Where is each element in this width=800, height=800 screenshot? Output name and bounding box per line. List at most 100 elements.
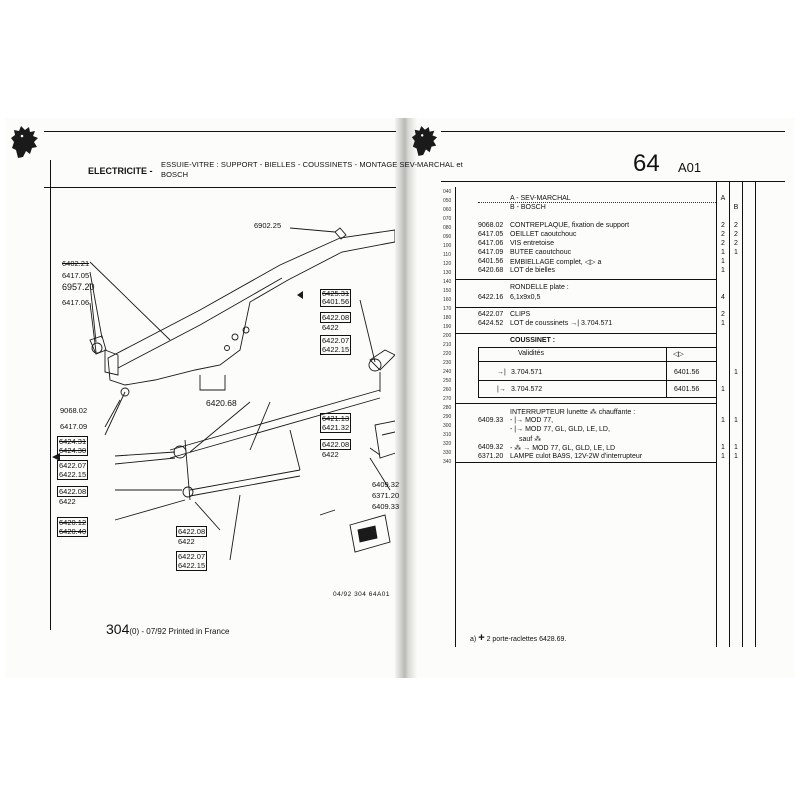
rondelle-title-row: RONDELLE plate : [403, 284, 795, 293]
header-bottom-rule [441, 181, 785, 182]
callout-box-6424: 6424.31 6424.30 [57, 436, 89, 456]
part-qty-b: 2 [734, 231, 738, 238]
part-qty-a: 1 [721, 258, 725, 265]
part-description: CLIPS [510, 311, 531, 318]
part-code: 6409.32 [478, 444, 504, 451]
section-divider [455, 307, 716, 308]
reference-number: 120 [443, 261, 452, 267]
coussinet-qty-a: 1 [721, 386, 725, 393]
footnote: a) + 2 porte-raclettes 6428.69. [470, 632, 566, 644]
lion-logo-icon [11, 126, 38, 158]
callout-6420-12: 6420.12 [59, 518, 87, 527]
reference-number: 110 [443, 252, 451, 258]
validity-header: Validités [518, 350, 544, 357]
callout-6417-05: 6417.05 [62, 271, 90, 280]
interrupteur-row: 6409.33 - |→ MOD 77, 1 1 [403, 417, 795, 426]
part-qty-b: 2 [734, 222, 738, 229]
arrow-right-icon: →| [570, 320, 580, 327]
part-description: MOD 77, [525, 417, 554, 424]
part-qty-b: 1 [734, 249, 738, 256]
interrupteur-title-row: INTERRUPTEUR lunette ⁂ chauffante : [403, 408, 795, 417]
interrupteur-title-suffix: chauffante : [598, 409, 636, 416]
part-code: 6420.68 [478, 267, 504, 274]
part-qty-a: 1 [721, 320, 725, 327]
qty-b-right-rule [742, 181, 743, 647]
reference-number: 130 [443, 270, 452, 276]
part-row: 6422.07 CLIPS 2 [403, 311, 795, 320]
wiper-assembly-diagram [52, 227, 395, 561]
table-rule [478, 380, 716, 381]
part-qty-a: 1 [721, 444, 725, 451]
part-qty-a: 2 [721, 311, 725, 318]
interrupteur-row: - |→ MOD 77, GL, GLD, LE, LD, [403, 426, 795, 435]
reference-number: 170 [443, 306, 452, 312]
footnote-text: 2 porte-raclettes 6428.69. [486, 636, 567, 643]
part-description: VIS entretoise [510, 240, 554, 247]
part-description-wrap: - ⁂ → MOD 77, GL, GLD, LE, LD [510, 444, 615, 452]
line-prefix: - [510, 426, 513, 433]
callout-box-6422-08a: 6422.08 [320, 312, 352, 323]
reference-number: 230 [443, 360, 452, 366]
callout-6371-20: 6371.20 [372, 491, 400, 500]
callout-box-6422-07b: 6422.07 6422.15 [57, 460, 89, 480]
callout-6422b: 6422 [322, 450, 339, 459]
callout-6425-31: 6425.31 [322, 289, 350, 298]
reference-number: 100 [443, 243, 452, 249]
variant-label-b: B - BOSCH [510, 204, 546, 211]
part-code: 6417.09 [478, 249, 504, 256]
rondelle-title: RONDELLE plate : [510, 284, 569, 291]
part-row: 6422.16 6,1x9x0,5 4 [403, 294, 795, 303]
table-rule [478, 347, 479, 397]
reference-number: 060 [443, 207, 452, 213]
part-row: 6424.52 LOT de coussinets →| 3.704.571 1 [403, 320, 795, 329]
page-code: A01 [678, 160, 702, 175]
part-qty-a: 1 [721, 267, 725, 274]
callout-6422-08a: 6422.08 [322, 313, 350, 322]
interrupteur-title-wrap: INTERRUPTEUR lunette ⁂ chauffante : [510, 408, 635, 416]
coussinet-header-row: Validités ◁▷ [403, 350, 795, 359]
callout-box-6422-07a: 6422.07 6422.15 [320, 335, 352, 355]
callout-6902-25: 6902.25 [254, 221, 282, 230]
reference-number: 290 [443, 414, 452, 420]
callout-6424-31: 6424.31 [59, 437, 87, 446]
header-bottom-rule [44, 187, 396, 188]
callout-6422-07b: 6422.07 [59, 461, 87, 470]
arrow-left-icon: |→ [514, 426, 524, 433]
reference-number: 280 [443, 405, 452, 411]
variant-row-b: B - BOSCH B [403, 204, 795, 213]
interrupteur-row: sauf ⁂ [403, 435, 795, 444]
callout-6422-08b: 6422.08 [322, 440, 350, 449]
part-qty-b: 1 [734, 453, 738, 460]
part-code: 6424.52 [478, 320, 504, 327]
table-rule [478, 361, 716, 362]
callout-6957-20: 6957.20 [62, 282, 95, 292]
part-description: LOT de coussinets [510, 320, 569, 327]
callout-box-6422-08c: 6422.08 [57, 486, 89, 497]
interrupteur-title: INTERRUPTEUR lunette [510, 409, 588, 416]
arrow-icon: ◁▷ [673, 351, 684, 358]
arrow-right-icon: |→ [514, 417, 524, 424]
section-divider [455, 333, 716, 334]
coussinet-validity: 3.704.572 [511, 386, 543, 393]
arrow-left-icon: |→ [497, 386, 506, 393]
left-footer: 304(0) - 07/92 Printed in France [106, 621, 229, 639]
callout-box-6422-08d: 6422.08 [176, 526, 208, 537]
variant-label-a: A - SEV-MARCHAL [510, 195, 571, 202]
part-qty-b: 1 [734, 444, 738, 451]
header-rule [44, 131, 396, 132]
arrow-right-icon: → [523, 445, 531, 452]
part-code: 6417.05 [478, 231, 504, 238]
section-divider [455, 462, 716, 463]
part-description: LAMPE culot BA9S, 12V-2W d'interrupteur [510, 453, 643, 460]
part-row: 6401.56 EMBIELLAGE complet, ◁▷ a 1 [403, 258, 795, 267]
part-description-wrap: EMBIELLAGE complet, ◁▷ a [510, 258, 601, 266]
part-description: BUTEE caoutchouc [510, 249, 572, 256]
section-subtitle-line2: BOSCH [161, 170, 189, 179]
part-description: EMBIELLAGE complet, [510, 259, 583, 266]
part-description: OEILLET caoutchouc [510, 231, 577, 238]
footer-print-info: (0) - 07/92 Printed in France [129, 627, 230, 636]
interrupteur-row: 6409.32 - ⁂ → MOD 77, GL, GLD, LE, LD 1 … [403, 444, 795, 453]
qty-c-right-rule [755, 181, 756, 647]
callout-6409-32: 6409.32 [372, 480, 400, 489]
reference-number: 070 [443, 216, 452, 222]
